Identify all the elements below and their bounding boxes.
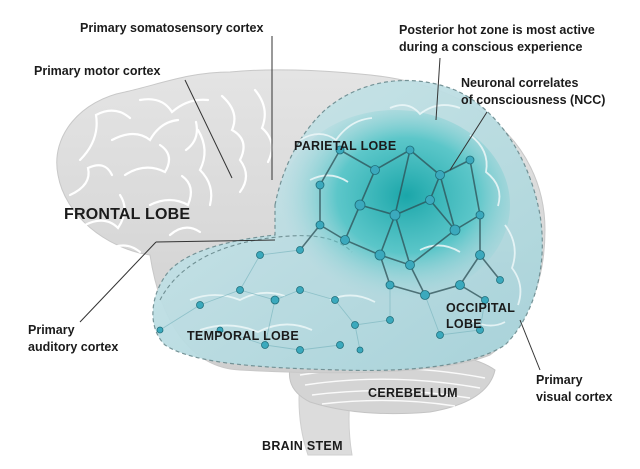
- label-cerebellum: CEREBELLUM: [368, 386, 458, 400]
- label-temporal-lobe: TEMPORAL LOBE: [187, 329, 300, 343]
- label-ncc-line2: of consciousness (NCC): [461, 93, 606, 107]
- label-brain-stem: BRAIN STEM: [262, 439, 343, 453]
- leader-visual: [519, 319, 541, 371]
- leader-motor: [184, 79, 233, 179]
- leader-hot-zone: [435, 57, 441, 121]
- label-primary-auditory-cortex-line2: auditory cortex: [28, 340, 119, 354]
- posterior-folds: [189, 104, 522, 333]
- leader-ncc: [449, 111, 488, 171]
- label-parietal-lobe: PARIETAL LOBE: [294, 139, 397, 153]
- label-primary-auditory-cortex-line1: Primary: [28, 323, 75, 337]
- leader-auditory: [79, 241, 157, 323]
- label-occipital-lobe-line1: OCCIPITAL: [446, 301, 516, 315]
- hot-zone-glow: [280, 110, 510, 300]
- label-frontal-lobe: FRONTAL LOBE: [64, 206, 191, 223]
- label-primary-motor-cortex: Primary motor cortex: [34, 64, 161, 78]
- label-primary-visual-cortex-line1: Primary: [536, 373, 583, 387]
- network-nodes: [156, 145, 504, 354]
- label-primary-visual-cortex-line2: visual cortex: [536, 390, 613, 404]
- label-ncc-line1: Neuronal correlates: [461, 76, 579, 90]
- leader-lines: [79, 36, 541, 371]
- network-edges-faint: [159, 249, 486, 351]
- label-occipital-lobe-line2: LOBE: [446, 317, 482, 331]
- label-posterior-hot-zone-line1: Posterior hot zone is most active: [399, 23, 595, 37]
- label-primary-somatosensory-cortex: Primary somatosensory cortex: [80, 21, 264, 35]
- label-posterior-hot-zone-line2: during a conscious experience: [399, 40, 583, 54]
- leader-auditory-2: [155, 239, 276, 243]
